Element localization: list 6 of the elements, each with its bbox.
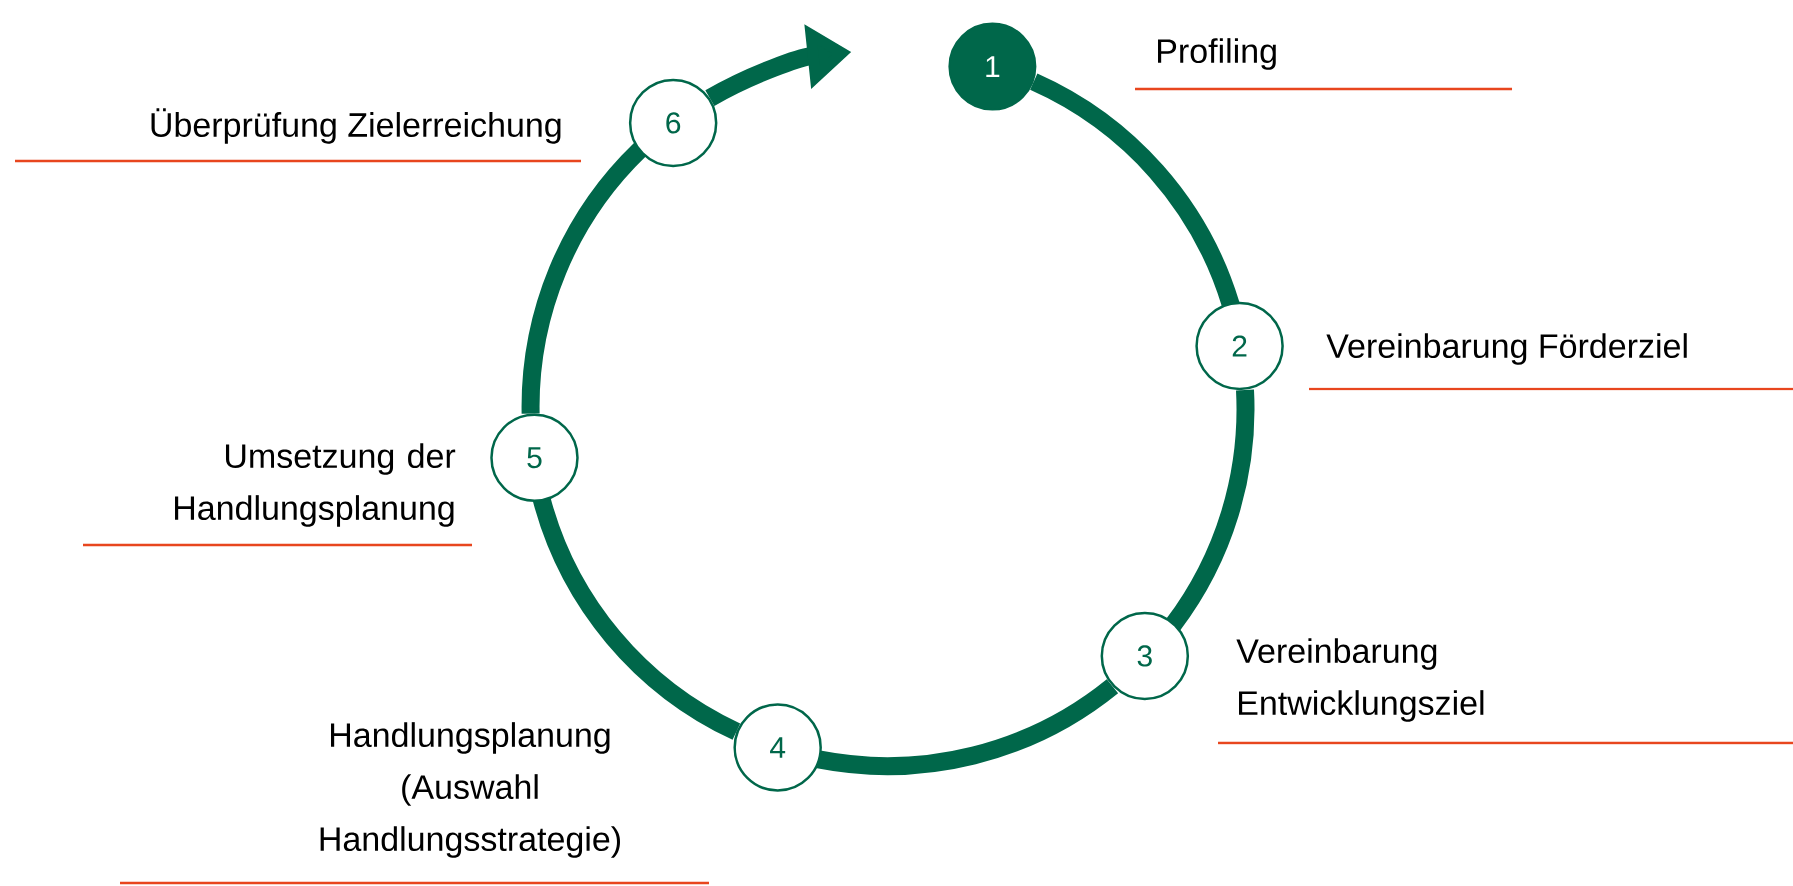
step-label: Vereinbarung Förderziel (1326, 333, 1687, 365)
step-label: Profiling (1158, 38, 1276, 70)
step-label: Überprüfung Zielerreichung (151, 108, 561, 144)
step-label: Umsetzung der Handlungsplanung (175, 443, 456, 527)
step-label: Handlungsplanung (Auswahl Handlungsstrategie) (320, 722, 620, 858)
step-label: Vereinbarung Entwicklungsziel (1236, 638, 1484, 722)
